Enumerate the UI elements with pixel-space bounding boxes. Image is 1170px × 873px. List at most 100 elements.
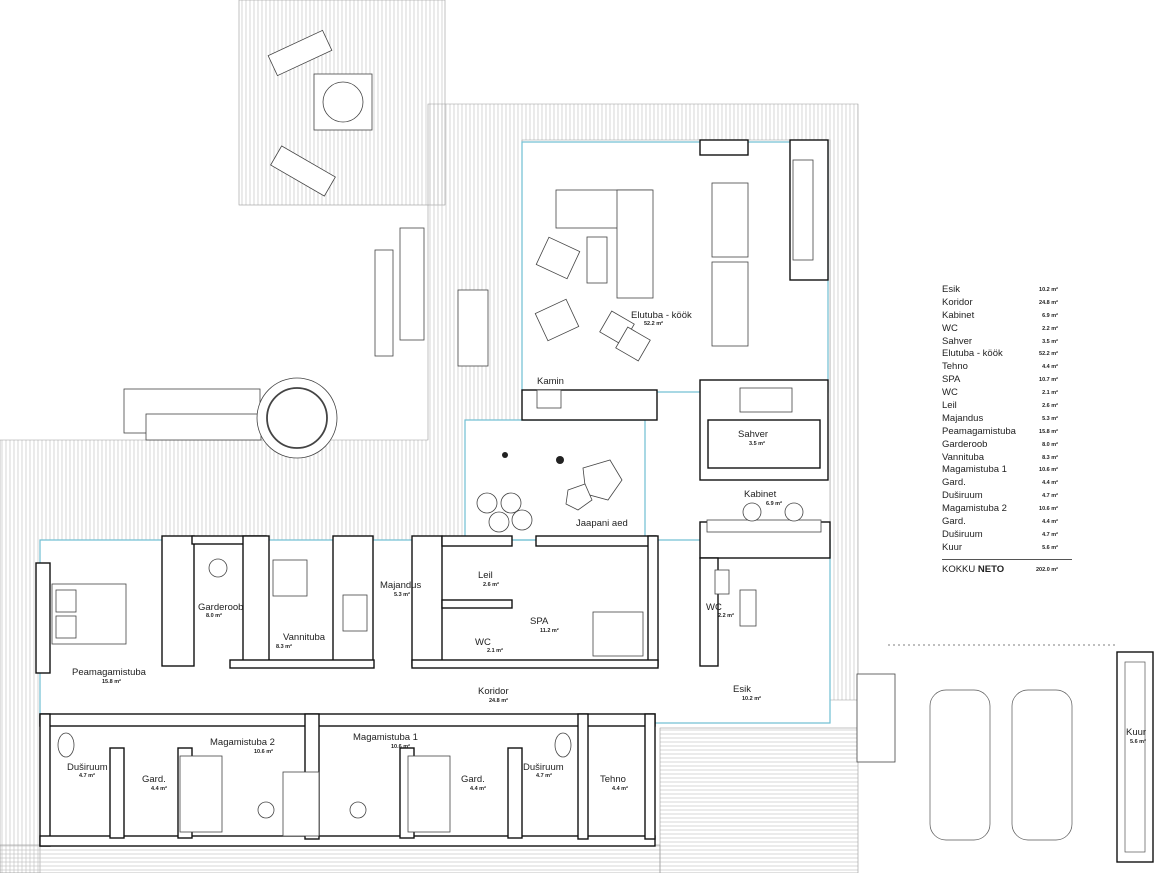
kamin-label: Kamin: [537, 376, 564, 387]
legend-room-name: Magamistuba 2: [942, 503, 1007, 515]
legend-total: KOKKU NETO 202.0 m²: [942, 564, 1058, 576]
legend-room-area: 5.3 m²: [1042, 415, 1058, 422]
room-garderoob-area: 8.0 m²: [206, 612, 222, 619]
room-gard1-area: 4.4 m²: [470, 785, 486, 792]
legend-room-area: 4.7 m²: [1042, 493, 1058, 500]
legend-room-area: 2.6 m²: [1042, 403, 1058, 410]
legend-row: WC 2.2 m²: [942, 323, 1058, 336]
legend-room-area: 8.3 m²: [1042, 454, 1058, 461]
legend-room-name: Peamagamistuba: [942, 425, 1016, 437]
room-peamagamistuba-label: Peamagamistuba: [72, 667, 147, 678]
legend-row: WC 2.1 m²: [942, 387, 1058, 400]
legend-room-name: Garderoob: [942, 438, 988, 450]
room-esik-label: Esik: [733, 684, 751, 695]
room-gard2-label: Gard.: [142, 774, 166, 785]
legend-row: Koridor 24.8 m²: [942, 297, 1058, 310]
room-kabinet-area: 6.9 m²: [766, 500, 782, 507]
legend-room-name: WC: [942, 387, 958, 399]
legend-room-name: Tehno: [942, 361, 968, 373]
room-vannituba-area: 8.3 m²: [276, 643, 292, 650]
legend-room-area: 3.5 m²: [1042, 338, 1058, 345]
room-kuur-area: 5.6 m²: [1130, 738, 1146, 745]
legend-row: Sahver 3.5 m²: [942, 336, 1058, 349]
room-elutuba-area: 52.2 m²: [644, 320, 663, 327]
legend-row: Garderoob 8.0 m²: [942, 439, 1058, 452]
legend-row: Vannituba 8.3 m²: [942, 452, 1058, 465]
room-wc2-area: 2.1 m²: [487, 647, 503, 654]
legend-room-area: 6.9 m²: [1042, 312, 1058, 319]
legend-room-name: Gard.: [942, 516, 966, 528]
room-leil-area: 2.6 m²: [483, 581, 499, 588]
room-sahver-area: 3.5 m²: [749, 440, 765, 447]
legend-room-name: Vannituba: [942, 451, 985, 463]
legend-room-name: Majandus: [942, 412, 984, 424]
bedroom-furniture: [51, 558, 757, 837]
legend-room-area: 52.2 m²: [1039, 351, 1058, 358]
legend-room-area: 4.7 m²: [1042, 531, 1058, 538]
room-majandus-area: 5.3 m²: [394, 591, 410, 598]
room-spa-area: 11.2 m²: [540, 627, 559, 634]
room-dusiruum1-area: 4.7 m²: [536, 772, 552, 779]
cars: [888, 644, 1115, 841]
legend-row: Peamagamistuba 15.8 m²: [942, 426, 1058, 439]
room-majandus-label: Majandus: [380, 580, 421, 591]
room-sahver-label: Sahver: [738, 429, 768, 440]
legend-room-area: 2.1 m²: [1042, 390, 1058, 397]
legend-room-name: Elutuba - köök: [942, 348, 1003, 360]
legend-row: Majandus 5.3 m²: [942, 413, 1058, 426]
legend-row: Gard. 4.4 m²: [942, 477, 1058, 490]
legend-room-area: 10.6 m²: [1039, 467, 1058, 474]
room-magamistuba2-label: Magamistuba 2: [210, 737, 275, 748]
japanese-garden: [476, 452, 623, 533]
legend-room-area: 15.8 m²: [1039, 428, 1058, 435]
legend-room-name: Sahver: [942, 335, 973, 347]
room-gard2-area: 4.4 m²: [151, 785, 167, 792]
legend-row: Elutuba - köök 52.2 m²: [942, 348, 1058, 361]
legend-row: Magamistuba 1 10.6 m²: [942, 464, 1058, 477]
room-elutuba-label: Elutuba - köök: [631, 310, 692, 321]
legend-room-name: Koridor: [942, 296, 973, 308]
legend-room-area: 5.6 m²: [1042, 544, 1058, 551]
room-wc1-label: WC: [706, 602, 722, 613]
room-koridor-area: 24.8 m²: [489, 697, 508, 704]
legend-row: Kuur 5.6 m²: [942, 542, 1058, 555]
terrace-furniture: [123, 29, 896, 763]
legend-room-area: 8.0 m²: [1042, 441, 1058, 448]
room-kabinet-label: Kabinet: [744, 489, 777, 500]
room-tehno-label: Tehno: [600, 774, 626, 785]
room-esik-area: 10.2 m²: [742, 695, 761, 702]
room-wc2-label: WC: [475, 637, 491, 648]
jaapani-aed-label: Jaapani aed: [576, 518, 628, 529]
legend-row: Gard. 4.4 m²: [942, 516, 1058, 529]
room-tehno-area: 4.4 m²: [612, 785, 628, 792]
room-wc1-area: 2.2 m²: [718, 612, 734, 619]
legend-room-name: Magamistuba 1: [942, 464, 1007, 476]
legend-room-area: 24.8 m²: [1039, 299, 1058, 306]
legend-room-name: WC: [942, 322, 958, 334]
room-dusiruum2-label: Duširuum: [67, 762, 108, 773]
room-leil-label: Leil: [478, 570, 493, 581]
room-magamistuba1-area: 10.6 m²: [391, 743, 410, 750]
legend-divider: [942, 558, 1072, 560]
terrace-decking: [0, 0, 859, 873]
room-gard1-label: Gard.: [461, 774, 485, 785]
legend-room-area: 4.4 m²: [1042, 519, 1058, 526]
legend-room-area: 4.4 m²: [1042, 480, 1058, 487]
legend-room-area: 2.2 m²: [1042, 325, 1058, 332]
room-vannituba-label: Vannituba: [283, 632, 326, 643]
room-labels: Elutuba - köök 52.2 m² Kamin Sahver 3.5 …: [67, 310, 1146, 792]
room-koridor-label: Koridor: [478, 686, 509, 697]
legend-room-name: Gard.: [942, 477, 966, 489]
legend-room-name: Kuur: [942, 541, 963, 553]
total-label: KOKKU NETO: [942, 563, 1005, 575]
